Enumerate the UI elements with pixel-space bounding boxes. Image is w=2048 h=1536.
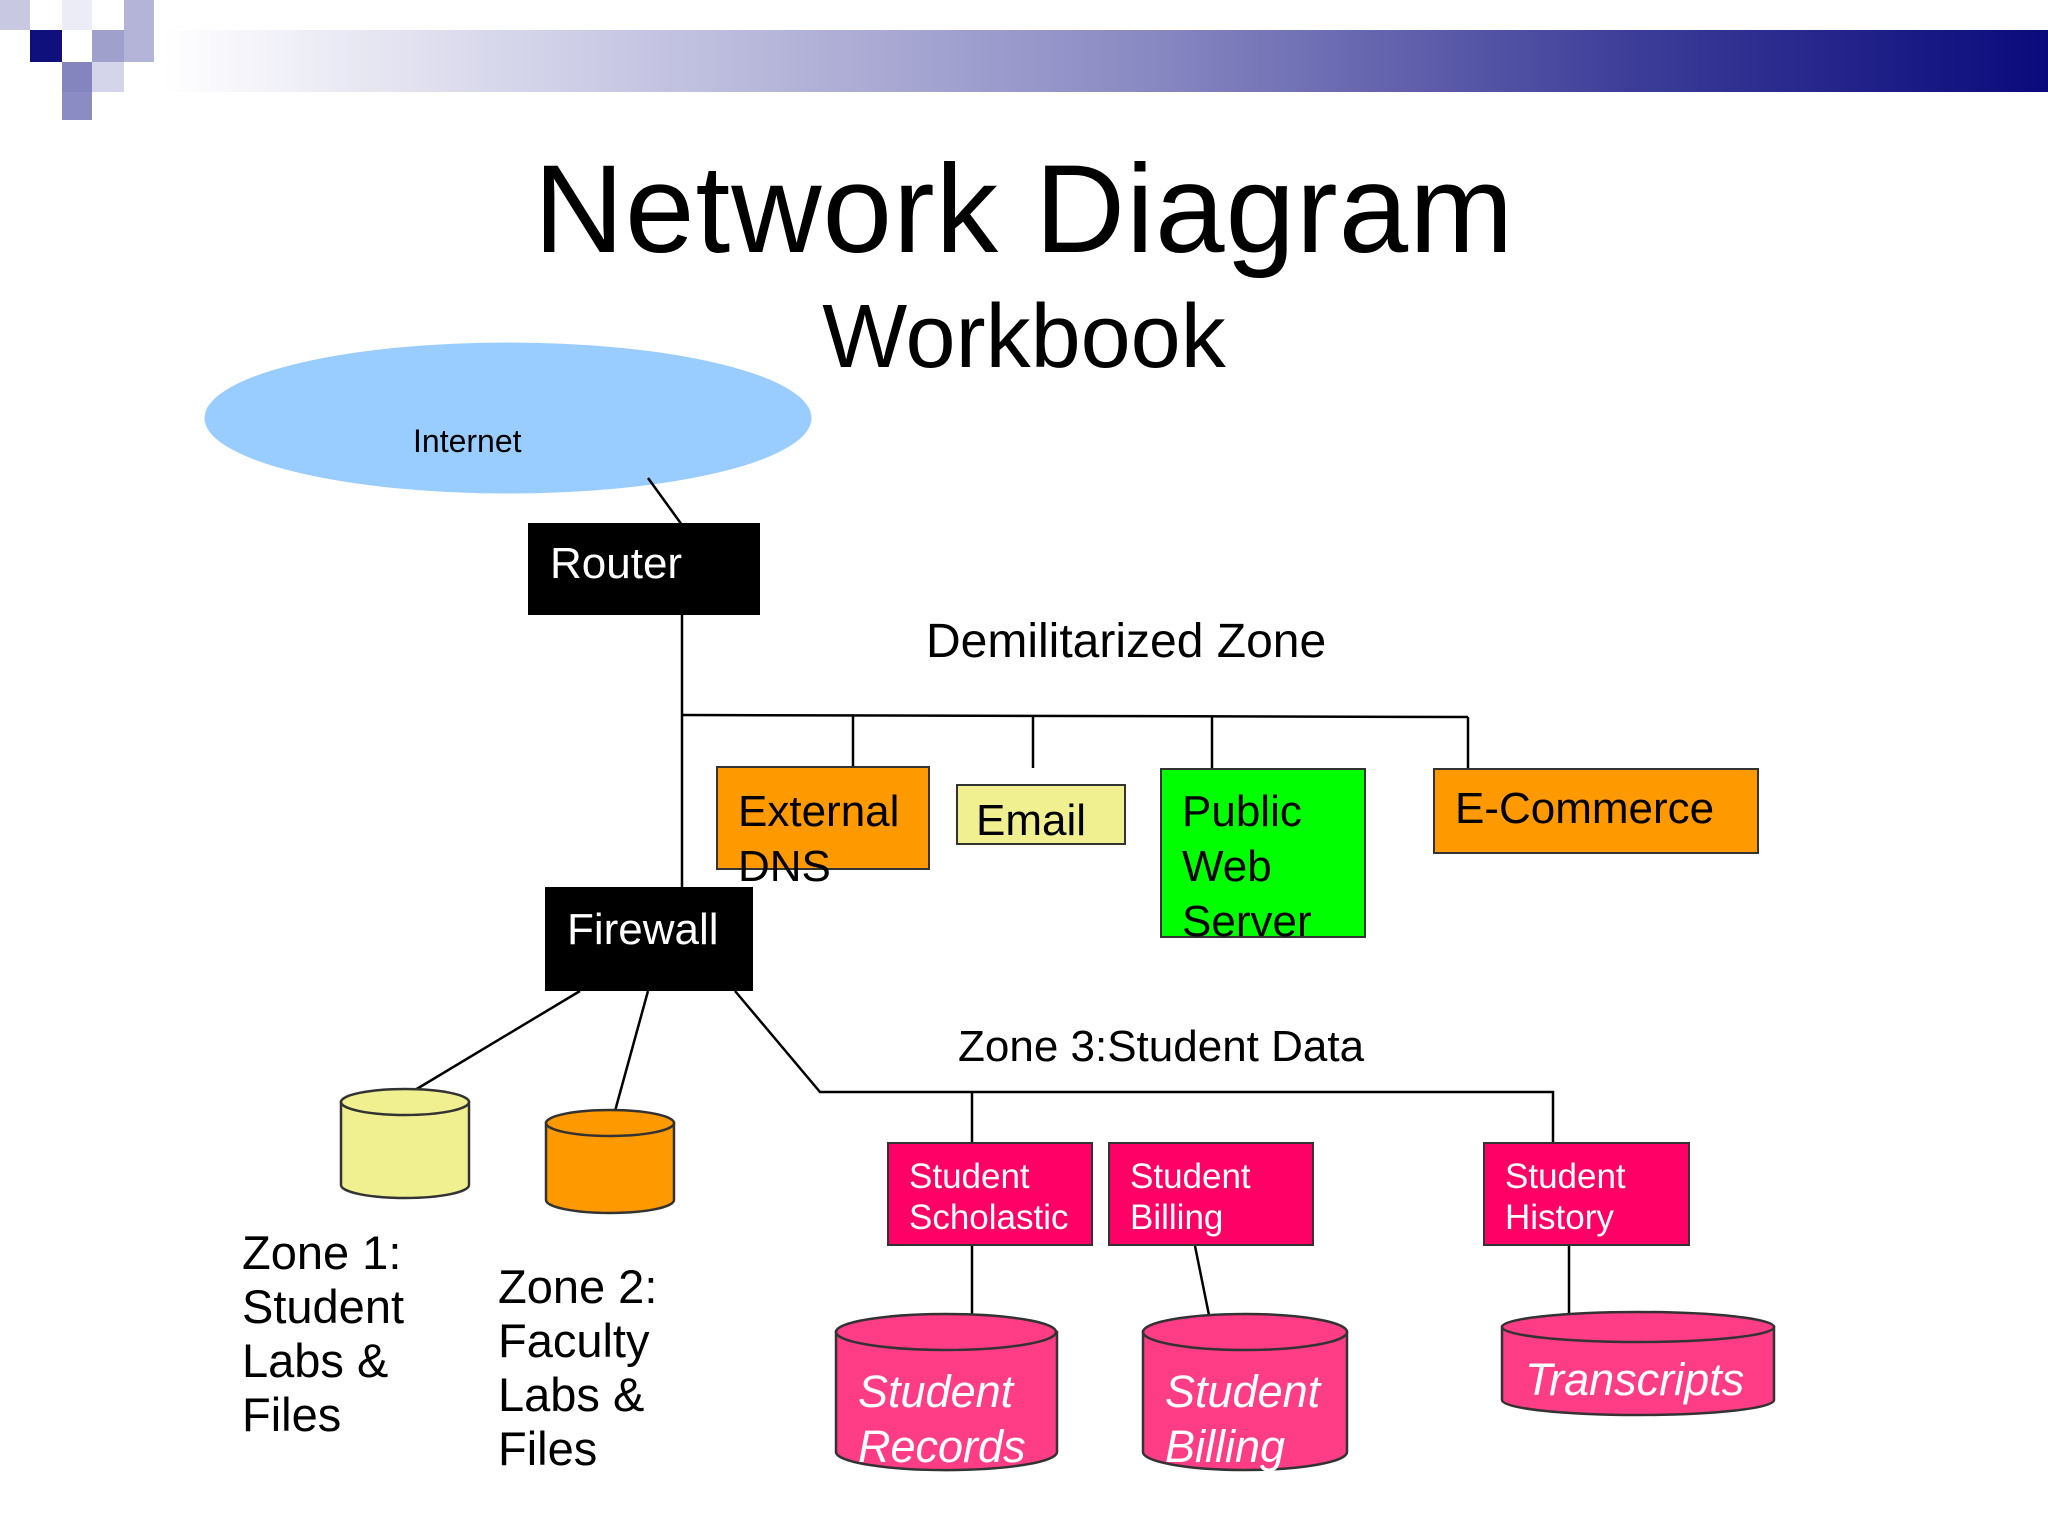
banner-square	[62, 62, 92, 92]
public-web-server-node[interactable]: Public Web Server	[1160, 768, 1366, 946]
banner-square	[124, 0, 154, 30]
dmz-label: Demilitarized Zone	[926, 615, 1327, 668]
student-records-db-label: Student Records	[858, 1366, 1026, 1472]
ecommerce-label: E-Commerce	[1455, 784, 1715, 833]
zone3-label: Zone 3:Student Data	[958, 1022, 1365, 1071]
slide-title: Network Diagram	[533, 140, 1515, 279]
router-node[interactable]: Router	[528, 523, 760, 615]
zone1-storage-cylinder	[339, 1087, 471, 1200]
student-history-label: Student History	[1505, 1157, 1626, 1237]
slide-subtitle: Workbook	[822, 287, 1226, 387]
zone1-label: Zone 1: Student Labs & Files	[242, 1226, 405, 1441]
banner-square	[62, 0, 92, 30]
email-node[interactable]: Email	[956, 784, 1126, 845]
student-billing-node[interactable]: Student Billing	[1108, 1142, 1314, 1246]
dmz-bus	[681, 713, 1469, 719]
ecommerce-node[interactable]: E-Commerce	[1433, 768, 1759, 854]
student-history-node[interactable]: Student History	[1483, 1142, 1690, 1246]
internet-label: Internet	[413, 423, 522, 459]
firewall-zone2-link	[613, 990, 650, 1112]
banner-square	[30, 30, 62, 62]
banner-square	[92, 30, 124, 62]
zone2-storage-cylinder	[544, 1108, 676, 1215]
student-scholastic-label: Student Scholastic	[909, 1157, 1069, 1237]
firewall-node[interactable]: Firewall	[545, 887, 753, 991]
router-label: Router	[550, 539, 683, 588]
internet-router-link	[646, 477, 684, 526]
public-web-server-label: Public Web Server	[1182, 787, 1312, 946]
student-billing-label: Student Billing	[1130, 1157, 1251, 1237]
internet-cloud	[204, 342, 812, 494]
banner-square	[0, 0, 30, 30]
student-records-db-cylinder	[834, 1312, 1059, 1472]
student-billing-db-cylinder	[1141, 1312, 1349, 1472]
banner-square	[124, 30, 154, 62]
student-billing-db-label: Student Billing	[1165, 1366, 1321, 1472]
firewall-zone1-link	[409, 989, 581, 1095]
student-scholastic-node[interactable]: Student Scholastic	[887, 1142, 1093, 1246]
header-gradient-banner	[0, 30, 2048, 92]
banner-square	[62, 92, 92, 120]
transcripts-db-cylinder	[1500, 1310, 1776, 1417]
firewall-zone3-bus	[734, 990, 1555, 1143]
firewall-label: Firewall	[567, 905, 719, 954]
email-label: Email	[976, 796, 1087, 845]
external-dns-node[interactable]: External DNS	[716, 766, 930, 891]
banner-square	[92, 62, 124, 92]
transcripts-db-label: Transcripts	[1525, 1354, 1745, 1405]
external-dns-label: External DNS	[738, 787, 900, 891]
zone2-label: Zone 2: Faculty Labs & Files	[498, 1260, 658, 1475]
connector-lines	[409, 477, 1571, 1332]
